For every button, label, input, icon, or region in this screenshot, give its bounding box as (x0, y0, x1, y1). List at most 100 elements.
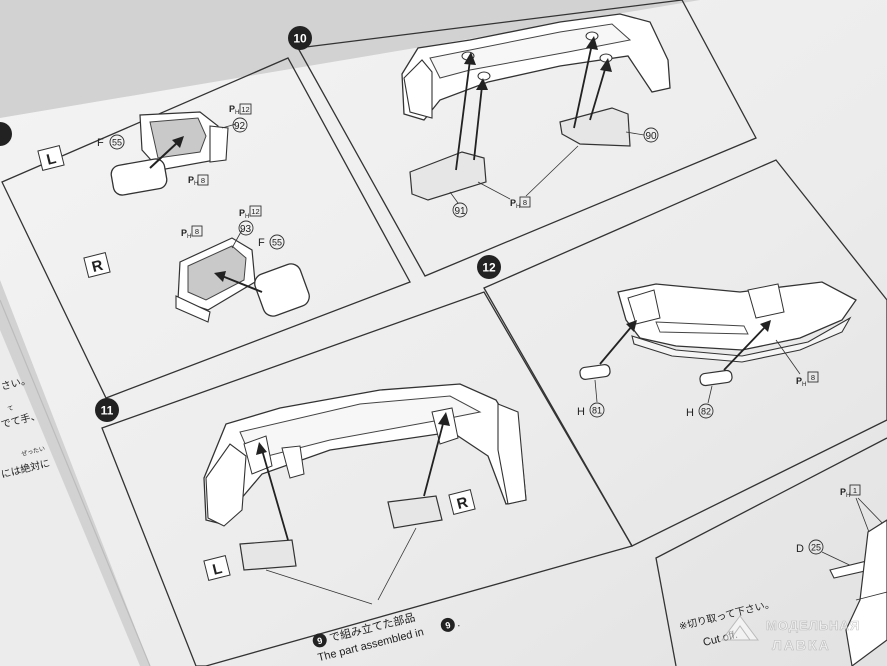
left-page-sheet (0, 330, 140, 666)
wing-mount-hole (477, 71, 491, 81)
rear-wing-endplate-left (403, 59, 433, 119)
wing-stay-arrowhead (464, 52, 476, 65)
lens-arrow (599, 325, 633, 365)
step-9-panel: L R F 55 P H 12 92 P H 8 P H 8 (0, 57, 411, 399)
part-P12-number: 12 (241, 105, 249, 114)
mirror-stay-detail (855, 591, 887, 601)
part-F-letter: F (97, 137, 104, 149)
step-9-ref-badge (440, 617, 455, 632)
part-H-letter: H (577, 406, 585, 418)
part-D-letter: D (796, 543, 804, 555)
mirror-stay-part (845, 519, 887, 666)
part-P8-letter: P (510, 198, 516, 208)
part-H-letter: H (686, 407, 694, 419)
watermark-logo-icon (721, 615, 759, 641)
part-H81-number: 81 (592, 406, 602, 416)
part-F55-number: 55 (112, 138, 122, 148)
leader-line (231, 229, 243, 249)
step-9-ref-badge (312, 633, 327, 648)
part-F55-number: 55 (272, 238, 282, 248)
part-P12-square (239, 103, 252, 115)
margin-text-line: て (7, 405, 15, 413)
rear-wing-endplate-right (497, 403, 527, 505)
left-mirror-lens-F55 (110, 158, 168, 196)
part-F55-circle (269, 234, 285, 250)
leader-line (377, 527, 417, 601)
right-label: R (90, 257, 105, 276)
wing-mirror-mount-left (243, 435, 273, 475)
part-H82-circle (698, 403, 714, 419)
right-mirror-arrow (221, 275, 263, 293)
left-label-box (203, 555, 231, 581)
part-D25-number: 25 (811, 543, 821, 553)
part-P8-number: 8 (201, 176, 205, 185)
left-label-box (37, 145, 65, 171)
leader-line (594, 379, 598, 403)
wing-stay-arrowhead (586, 36, 598, 50)
wing-mount-hole (599, 53, 613, 63)
left-label: L (45, 150, 58, 169)
step-11-frame (101, 291, 633, 666)
right-label: R (455, 494, 470, 513)
assembly-arrow (423, 419, 445, 497)
turn-signal-lens-H82 (699, 369, 733, 387)
part-P12-square (249, 205, 262, 217)
part-93-circle (238, 220, 254, 236)
assembly-arrowhead (438, 412, 450, 426)
wing-mirror-mount-center (281, 445, 305, 479)
wing-stay-90 (559, 107, 631, 147)
wing-endplate-R (387, 495, 443, 529)
part-F55-circle (109, 134, 125, 150)
wing-stay-91 (409, 151, 487, 201)
wing-stay-arrowhead (476, 78, 488, 90)
front-spoiler-duct-right (747, 283, 785, 319)
part-P8-letter: P (181, 228, 187, 238)
right-label-box (448, 489, 476, 515)
front-spoiler-slot (655, 321, 749, 335)
part-P8-number: 8 (811, 373, 815, 382)
part-P1-square (849, 484, 861, 496)
step-9-ref-number: 9 (316, 635, 323, 646)
step-10-number: 10 (293, 32, 307, 46)
leader-line (265, 569, 373, 605)
step-10-frame (296, 0, 757, 277)
part-91-number: 91 (454, 206, 466, 217)
part-P8-sub: H (194, 181, 198, 187)
part-P8-square (519, 196, 531, 208)
part-92-number: 92 (234, 121, 246, 132)
part-P12-sub: H (235, 110, 239, 116)
wing-mount-hole (585, 31, 599, 41)
part-D25-circle (808, 539, 824, 555)
page-fold-line (0, 299, 151, 666)
step-12-number-badge (477, 255, 501, 279)
right-mirror-base (175, 295, 211, 323)
watermark-line-1: МОДЕЛЬНАЯ (766, 618, 860, 633)
part-F-letter: F (258, 237, 265, 249)
leader-line (221, 123, 237, 129)
step-13-panel: P H 1 D 25 ※切り取って下さい。 Cut off. (655, 437, 887, 666)
step-12-panel: 12 H 81 H 82 P H 8 (477, 159, 887, 547)
part-P12-number: 12 (251, 207, 259, 216)
part-P8-letter: P (188, 175, 194, 185)
watermark-line-2: ЛАВКА (772, 637, 831, 653)
front-spoiler-body (617, 281, 857, 351)
lens-arrowhead (760, 320, 771, 332)
part-P1-letter: P (840, 487, 846, 497)
part-P8-number: 8 (195, 227, 199, 236)
part-P8-sub: H (802, 382, 806, 388)
part-P8-square (191, 225, 203, 237)
part-P12-letter: P (229, 104, 235, 114)
step-9-ref-number: 9 (444, 620, 451, 631)
part-P12-sub: H (245, 214, 249, 220)
part-P8-square (197, 174, 209, 186)
part-90-number: 90 (645, 131, 657, 142)
part-P8-number: 8 (523, 198, 527, 207)
part-91-circle (452, 202, 468, 218)
assembly-arrow (261, 449, 289, 541)
step-11-panel: 11 L R 9 で組み立てた部品 The part assembled in … (95, 291, 633, 666)
step-9-frame (1, 57, 411, 399)
assembly-arrowhead (256, 442, 267, 455)
step-11-number-badge (95, 398, 119, 422)
